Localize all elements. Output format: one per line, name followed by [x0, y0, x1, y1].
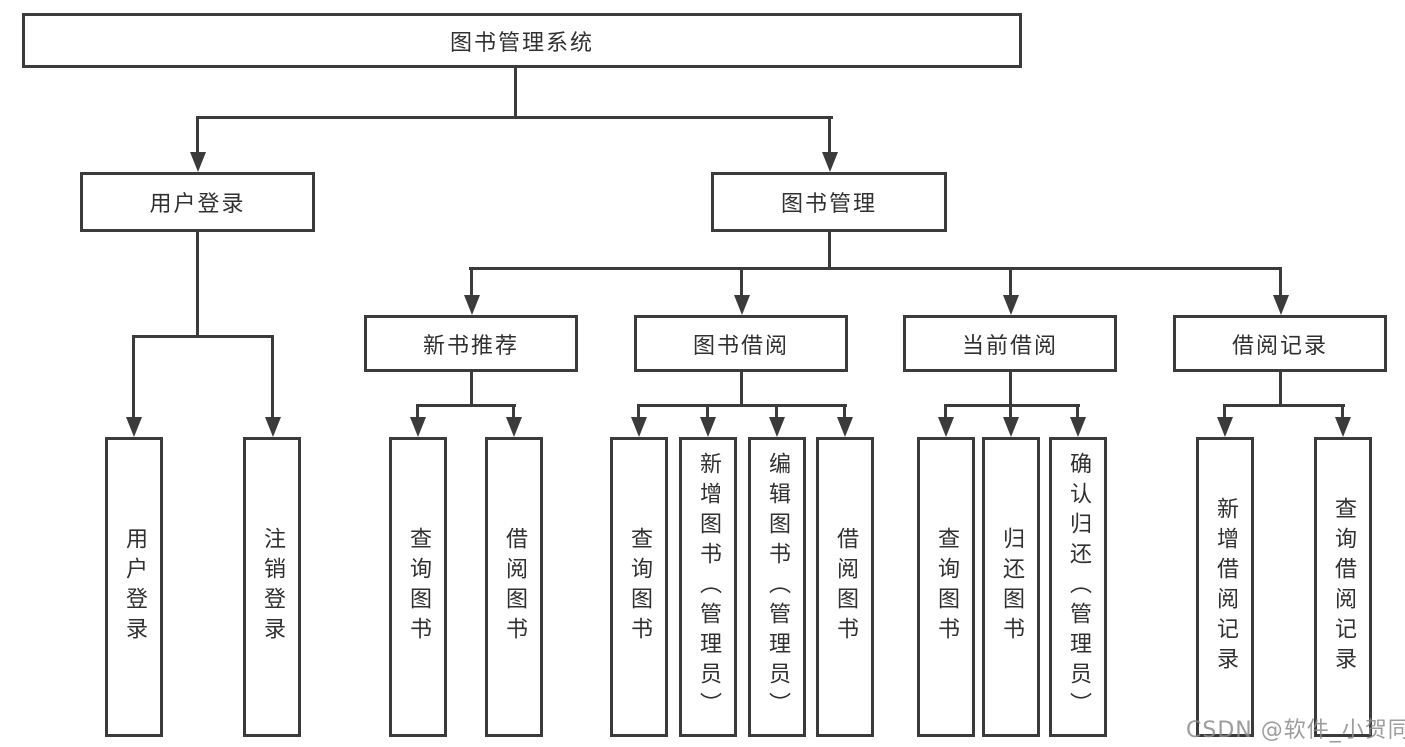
- arrow-down-icon: [190, 152, 206, 172]
- connector-root-stem: [514, 68, 517, 118]
- leaf-query-books-borrow: 查询图书: [610, 437, 668, 737]
- csdn-watermark: CSDN @软件_小贺同学: [1186, 718, 1405, 743]
- leaf-add-book-admin: 新增图书（管理员）: [679, 437, 737, 737]
- arrow-down-icon: [506, 417, 522, 437]
- connector-drop-book-borrow: [740, 267, 743, 297]
- leaf-logout: 注销登录: [243, 437, 301, 737]
- connector-drop-new-book: [470, 267, 473, 297]
- connector-drop-book-management: [828, 116, 831, 154]
- connector-drop: [706, 404, 709, 418]
- connector-mgmt-stem: [828, 232, 831, 270]
- connector-drop: [1341, 404, 1344, 418]
- arrow-down-icon: [700, 417, 716, 437]
- leaf-user-login: 用户登录: [105, 437, 163, 737]
- leaf-add-borrow-record: 新增借阅记录: [1196, 437, 1254, 737]
- arrow-down-icon: [938, 417, 954, 437]
- leaf-query-borrow-record: 查询借阅记录: [1314, 437, 1372, 737]
- leaf-borrow-books-recommend: 借阅图书: [485, 437, 543, 737]
- node-borrowing-records: 借阅记录: [1173, 315, 1387, 372]
- connector-drop-user-login: [196, 116, 199, 154]
- arrow-down-icon: [822, 152, 838, 172]
- connector-current-bar: [944, 404, 1080, 407]
- connector-drop: [512, 404, 515, 418]
- leaf-borrow-books-borrow: 借阅图书: [816, 437, 874, 737]
- leaf-confirm-return-admin: 确认归还（管理员）: [1049, 437, 1107, 737]
- arrow-down-icon: [1335, 417, 1351, 437]
- node-book-management: 图书管理: [711, 172, 947, 232]
- connector-drop-current-borrow: [1009, 267, 1012, 297]
- connector-drop: [637, 404, 640, 418]
- arrow-down-icon: [464, 295, 480, 315]
- arrow-down-icon: [126, 417, 142, 437]
- connector-borrow-bar: [637, 404, 847, 407]
- node-current-borrowing: 当前借阅: [903, 315, 1117, 372]
- node-new-book-recommendation: 新书推荐: [364, 315, 578, 372]
- arrow-down-icon: [1003, 295, 1019, 315]
- connector-borrow-stem: [740, 372, 743, 407]
- connector-drop: [1223, 404, 1226, 418]
- connector-newbook-bar: [416, 404, 516, 407]
- connector-drop: [1076, 404, 1079, 418]
- arrow-down-icon: [1217, 417, 1233, 437]
- arrow-down-icon: [1003, 417, 1019, 437]
- leaf-query-books-current: 查询图书: [917, 437, 975, 737]
- connector-records-bar: [1223, 404, 1345, 407]
- connector-user-bar: [132, 335, 274, 338]
- leaf-edit-book-admin: 编辑图书（管理员）: [748, 437, 806, 737]
- node-book-borrowing: 图书借阅: [634, 315, 848, 372]
- connector-drop: [843, 404, 846, 418]
- arrow-down-icon: [734, 295, 750, 315]
- arrow-down-icon: [1070, 417, 1086, 437]
- connector-drop: [416, 404, 419, 418]
- arrow-down-icon: [769, 417, 785, 437]
- leaf-return-books: 归还图书: [982, 437, 1040, 737]
- connector-drop-borrow-records: [1279, 267, 1282, 297]
- node-system-root: 图书管理系统: [22, 13, 1022, 68]
- arrow-down-icon: [265, 417, 281, 437]
- connector-drop: [775, 404, 778, 418]
- connector-drop: [944, 404, 947, 418]
- connector-root-bar: [196, 116, 833, 119]
- connector-user-stem: [196, 232, 199, 338]
- leaf-query-books-recommend: 查询图书: [389, 437, 447, 737]
- connector-drop-leaf-logout: [271, 335, 274, 419]
- arrow-down-icon: [837, 417, 853, 437]
- connector-drop-leaf-login: [132, 335, 135, 419]
- arrow-down-icon: [410, 417, 426, 437]
- node-user-login: 用户登录: [80, 172, 315, 232]
- connector-mgmt-bar: [469, 267, 1282, 270]
- connector-drop: [1009, 404, 1012, 418]
- arrow-down-icon: [631, 417, 647, 437]
- arrow-down-icon: [1273, 295, 1289, 315]
- connector-newbook-stem: [470, 372, 473, 407]
- connector-records-stem: [1279, 372, 1282, 407]
- connector-current-stem: [1009, 372, 1012, 407]
